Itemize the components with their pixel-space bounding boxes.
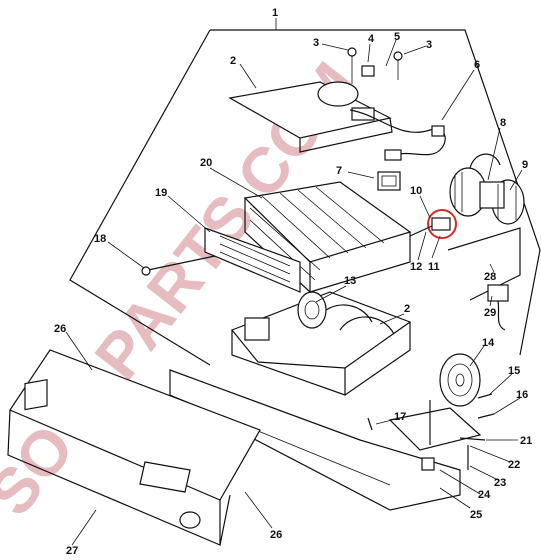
callout-6: 6 [474,59,480,71]
callout-16: 16 [516,389,528,401]
callout-20: 20 [200,157,212,169]
callout-2-cover: 2 [230,55,236,67]
callout-3-left: 3 [313,37,319,49]
screw-part [141,255,216,276]
callout-9: 9 [522,159,528,171]
callout-4: 4 [368,33,375,45]
callout-22: 22 [508,459,520,471]
callout-14: 14 [482,337,495,349]
relay-part [377,171,401,191]
base-plate-part [169,369,482,511]
wiring-harness-part [349,109,446,161]
callout-2-housing: 2 [404,303,410,315]
callout-12: 12 [410,261,422,273]
callout-1: 1 [272,7,278,19]
expansion-valve-part [409,209,457,239]
callout-10: 10 [410,185,422,197]
evaporator-coil-part [243,181,412,294]
assembly-bracket [69,29,541,366]
callout-7: 7 [336,165,342,177]
callout-11: 11 [428,261,440,273]
outer-shroud-part [7,349,261,546]
callout-24: 24 [478,489,491,501]
mounting-bracket-part [447,227,521,331]
callout-26-bottom: 26 [270,529,282,541]
blower-motor-part [449,153,525,225]
fan-guard-part [439,353,481,407]
filter-part [204,227,301,293]
callout-3-right: 3 [426,39,432,51]
callout-labels: 1 2 3 3 4 5 6 7 8 9 10 11 12 13 2 14 15 … [54,7,532,557]
callout-29: 29 [484,307,496,319]
callout-23: 23 [494,477,506,489]
callout-8: 8 [500,117,506,129]
callout-27: 27 [66,545,78,557]
callout-19: 19 [155,187,167,199]
callout-26-top: 26 [54,323,66,335]
housing-part [231,291,412,396]
screws-part [367,393,495,441]
callout-13: 13 [344,275,356,287]
callout-17: 17 [394,411,406,423]
callout-5: 5 [394,31,400,43]
callout-25: 25 [470,509,482,521]
callout-21: 21 [520,435,532,447]
callout-18: 18 [94,233,106,245]
leader-lines [65,18,523,546]
callout-15: 15 [508,365,520,377]
callout-28: 28 [484,271,496,283]
